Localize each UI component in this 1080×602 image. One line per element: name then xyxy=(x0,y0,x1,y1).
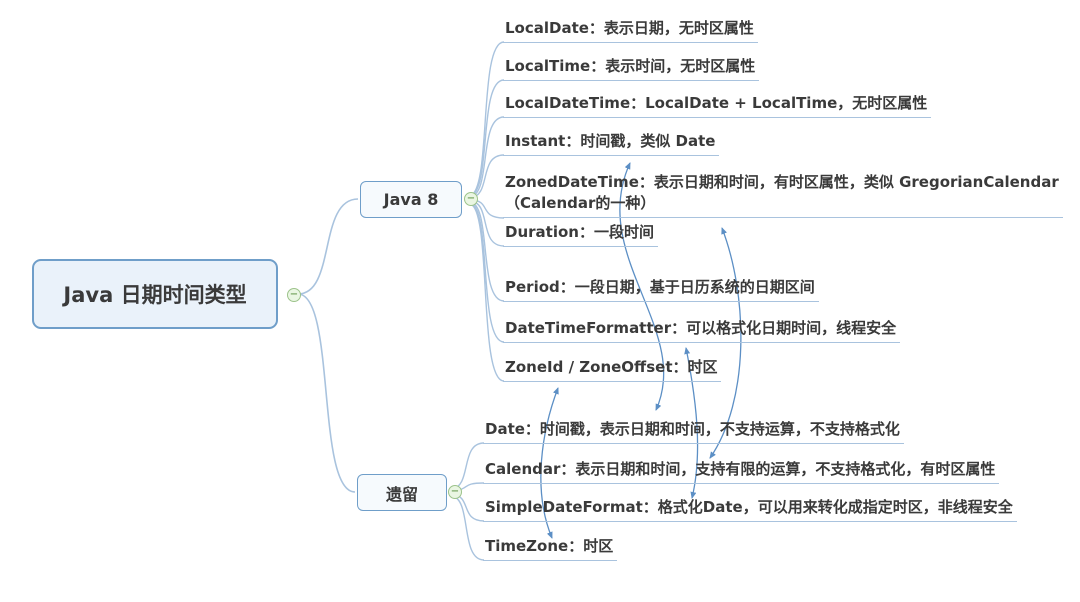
branch-topic-legacy[interactable]: 遗留 xyxy=(357,474,447,511)
leaf-localdatetime[interactable]: LocalDateTime：LocalDate + LocalTime，无时区属… xyxy=(503,93,932,118)
leaf-localdate[interactable]: LocalDate：表示日期，无时区属性 xyxy=(503,18,758,43)
connector-root-legacy xyxy=(297,293,356,493)
collapse-badge-root[interactable]: − xyxy=(287,288,301,302)
leaf-timezone[interactable]: TimeZone：时区 xyxy=(483,536,618,561)
leaf-calendar[interactable]: Calendar：表示日期和时间，支持有限的运算，不支持格式化，有时区属性 xyxy=(483,459,1000,484)
root-topic[interactable]: Java 日期时间类型 xyxy=(32,259,278,329)
connector-java8-localdatetime xyxy=(469,116,505,198)
relationship-calendar-zoneddatetime[interactable] xyxy=(709,227,742,459)
leaf-zoneddatetime-line1: ZonedDateTime：表示日期和时间，有时区属性，类似 Gregorian… xyxy=(505,173,1059,191)
connector-root-java8 xyxy=(297,198,359,295)
leaf-localtime[interactable]: LocalTime：表示时间，无时区属性 xyxy=(503,56,760,81)
leaf-zoneddatetime[interactable]: ZonedDateTime：表示日期和时间，有时区属性，类似 Gregorian… xyxy=(503,172,1063,218)
collapse-badge-legacy[interactable]: − xyxy=(448,485,462,499)
relationship-simpledateformat-datetimeformatter[interactable] xyxy=(684,347,699,499)
connector-java8-localdate xyxy=(469,41,505,197)
connector-java8-period xyxy=(469,201,505,302)
leaf-period[interactable]: Period：一段日期，基于日历系统的日期区间 xyxy=(503,277,819,302)
leaf-zoneddatetime-line2: （Calendar的一种） xyxy=(505,194,656,212)
connector-java8-localtime xyxy=(469,79,505,197)
connector-java8-datetimeformatter xyxy=(469,202,505,343)
leaf-datetimeformatter[interactable]: DateTimeFormatter：可以格式化日期时间，线程安全 xyxy=(503,318,901,343)
connector-legacy-timezone xyxy=(451,495,485,561)
connector-java8-zoneid xyxy=(469,203,505,382)
connector-legacy-date xyxy=(451,442,485,490)
leaf-zoneid[interactable]: ZoneId / ZoneOffset：时区 xyxy=(503,357,722,382)
leaf-instant[interactable]: Instant：时间戳，类似 Date xyxy=(503,131,720,156)
leaf-simpledateformat[interactable]: SimpleDateFormat：格式化Date，可以用来转化成指定时区，非线程… xyxy=(483,497,1017,522)
leaf-date[interactable]: Date：时间戳，表示日期和时间，不支持运算，不支持格式化 xyxy=(483,419,904,444)
relationship-instant-date[interactable] xyxy=(619,162,665,411)
collapse-badge-java8[interactable]: − xyxy=(464,192,478,206)
relationship-timezone-zoneid[interactable] xyxy=(540,387,559,539)
leaf-duration[interactable]: Duration：一段时间 xyxy=(503,222,658,247)
branch-topic-java8[interactable]: Java 8 xyxy=(360,181,462,218)
